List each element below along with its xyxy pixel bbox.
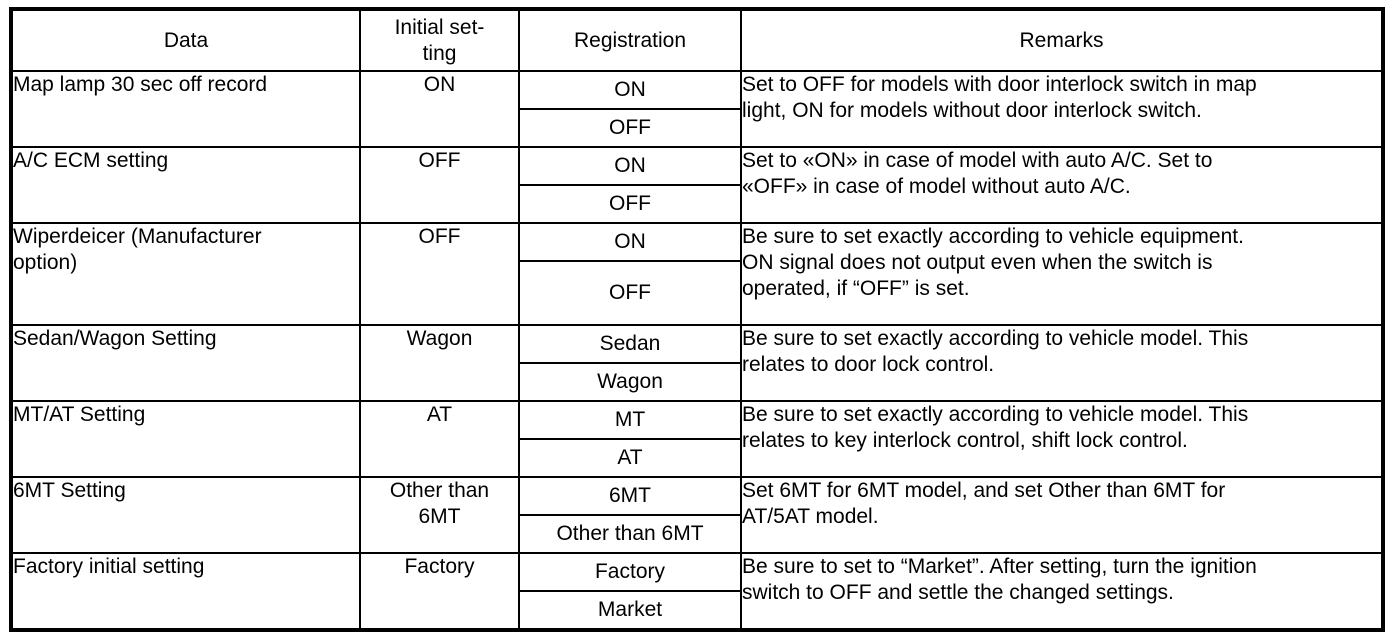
initial-setting-cell: Factory: [359, 552, 520, 631]
column-header-initial-setting: Initial set- ting: [359, 8, 520, 72]
table-row: Factory initial setting Factory Factory …: [10, 552, 1384, 631]
data-cell: Sedan/Wagon Setting: [10, 324, 361, 402]
table-row-sub: OFF: [11, 184, 1383, 224]
column-header-remarks: Remarks: [740, 8, 1384, 72]
remarks-cell: Set 6MT for 6MT model, and set Other tha…: [740, 476, 1384, 554]
table-row-sub: Market: [11, 590, 1383, 631]
data-cell: Factory initial setting: [10, 552, 361, 631]
registration-option-2-cell: Market: [518, 590, 742, 631]
registration-option-2-cell: OFF: [518, 260, 742, 326]
table-row-sub: Wagon: [11, 362, 1383, 402]
registration-option-1-cell: Factory: [518, 552, 742, 592]
registration-option-1-cell: MT: [518, 400, 742, 440]
registration-option-2-cell: Other than 6MT: [518, 514, 742, 554]
data-cell: MT/AT Setting: [10, 400, 361, 478]
remarks-cell: Be sure to set to “Market”. After settin…: [740, 552, 1384, 631]
initial-setting-cell: AT: [359, 400, 520, 478]
registration-option-1-cell: Sedan: [518, 324, 742, 364]
column-header-registration: Registration: [518, 8, 742, 72]
registration-option-2-cell: Wagon: [518, 362, 742, 402]
data-cell: Map lamp 30 sec off record: [10, 70, 361, 148]
registration-option-2-cell: OFF: [518, 184, 742, 224]
remarks-cell: Set to «ON» in case of model with auto A…: [740, 146, 1384, 224]
registration-option-1-cell: ON: [518, 70, 742, 110]
registration-option-1-cell: ON: [518, 222, 742, 262]
column-header-data: Data: [10, 8, 361, 72]
remarks-cell: Be sure to set exactly according to vehi…: [740, 324, 1384, 402]
remarks-cell: Be sure to set exactly according to vehi…: [740, 400, 1384, 478]
data-cell: A/C ECM setting: [10, 146, 361, 224]
table-row: Map lamp 30 sec off record ON ON Set to …: [10, 70, 1384, 148]
table-row: Sedan/Wagon Setting Wagon Sedan Be sure …: [10, 324, 1384, 402]
table-row: Wiperdeicer (Manufacturer option) OFF ON…: [10, 222, 1384, 326]
registration-option-2-cell: OFF: [518, 108, 742, 148]
initial-setting-cell: OFF: [359, 222, 520, 326]
table-row-sub: OFF: [11, 108, 1383, 148]
remarks-cell: Set to OFF for models with door interloc…: [740, 70, 1384, 148]
registration-option-1-cell: 6MT: [518, 476, 742, 516]
data-cell: 6MT Setting: [10, 476, 361, 554]
initial-setting-cell: OFF: [359, 146, 520, 224]
table-row-sub: OFF: [11, 260, 1383, 326]
table-row: 6MT Setting Other than 6MT 6MT Set 6MT f…: [10, 476, 1384, 554]
table-row-sub: Other than 6MT: [11, 514, 1383, 554]
registration-option-2-cell: AT: [518, 438, 742, 478]
table-row: A/C ECM setting OFF ON Set to «ON» in ca…: [10, 146, 1384, 224]
table-body: Map lamp 30 sec off record ON ON Set to …: [10, 70, 1384, 631]
initial-setting-cell: Wagon: [359, 324, 520, 402]
data-cell: Wiperdeicer (Manufacturer option): [10, 222, 361, 326]
unit-settings-table: Data Initial set- ting Registration Rema…: [9, 7, 1385, 632]
initial-setting-cell: ON: [359, 70, 520, 148]
remarks-cell: Be sure to set exactly according to vehi…: [740, 222, 1384, 326]
registration-option-1-cell: ON: [518, 146, 742, 186]
table-row-sub: AT: [11, 438, 1383, 478]
table-row: MT/AT Setting AT MT Be sure to set exact…: [10, 400, 1384, 478]
initial-setting-cell: Other than 6MT: [359, 476, 520, 554]
header-row: Data Initial set- ting Registration Rema…: [10, 8, 1384, 72]
